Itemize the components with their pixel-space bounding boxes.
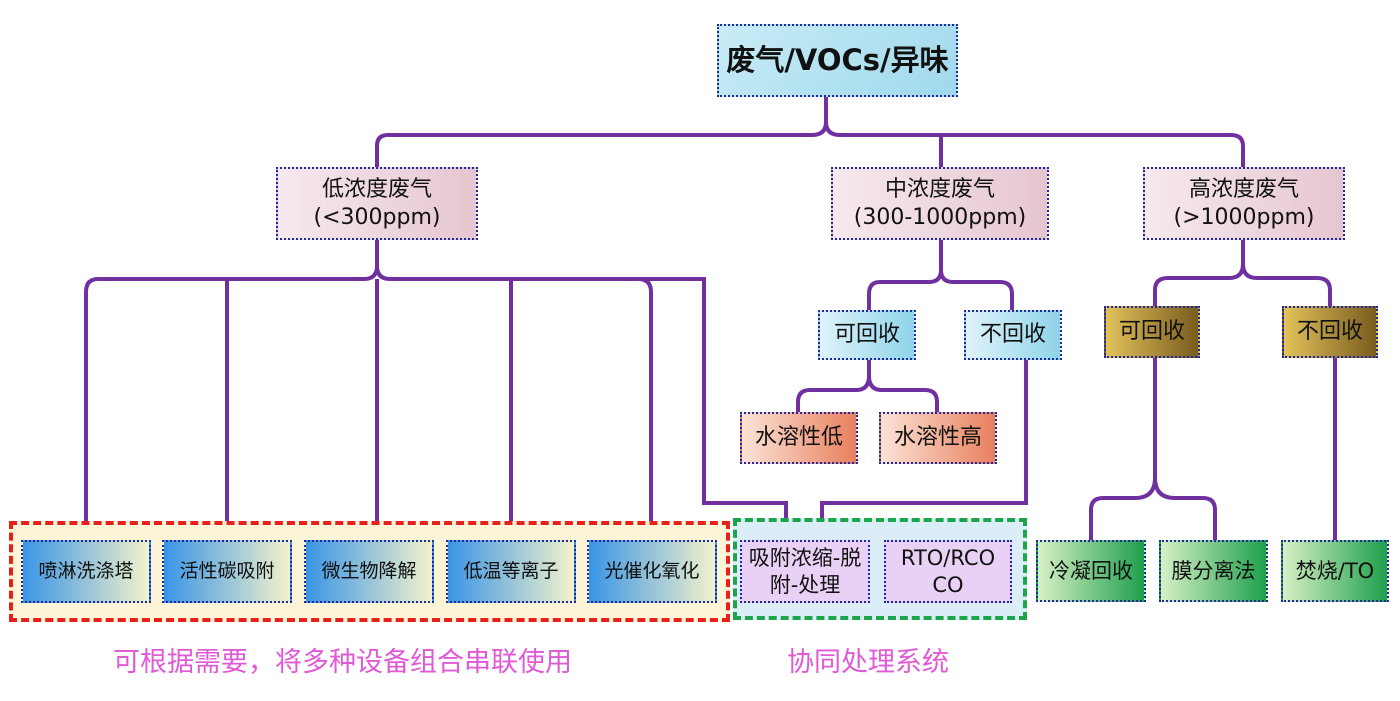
coop-system-note: 协同处理系统 (787, 647, 949, 678)
condensation-recovery-label: 冷凝回收 (1049, 558, 1133, 583)
device-photocatalytic-oxidation-label: 光催化氧化 (604, 559, 700, 582)
adsorption-concentration-line2: 附-处理 (769, 572, 841, 597)
device-photocatalytic-oxidation: 光催化氧化 (587, 540, 717, 603)
rto-rco-line1: RTO/RCO (900, 546, 996, 571)
water-solubility-high-node: 水溶性高 (879, 412, 997, 464)
medium-concentration-node: 中浓度废气 (300-1000ppm) (831, 167, 1049, 240)
device-microbial-degradation-label: 微生物降解 (321, 559, 417, 582)
root-label: 废气/VOCs/异味 (726, 43, 949, 78)
high-recover-node: 可回收 (1104, 306, 1200, 358)
condensation-recovery-node: 冷凝回收 (1036, 540, 1146, 602)
device-low-temp-plasma-label: 低温等离子 (463, 559, 559, 582)
high-concentration-title: 高浓度废气 (1188, 177, 1299, 202)
high-concentration-range: (>1000ppm) (1173, 204, 1315, 230)
medium-no-recover-label: 不回收 (979, 322, 1046, 348)
medium-concentration-title: 中浓度废气 (884, 177, 995, 202)
device-low-temp-plasma: 低温等离子 (446, 540, 576, 603)
high-no-recover-label: 不回收 (1296, 319, 1363, 345)
device-microbial-degradation: 微生物降解 (304, 540, 434, 603)
device-spray-tower: 喷淋洗涤塔 (21, 540, 151, 603)
medium-recover-node: 可回收 (818, 310, 916, 360)
high-no-recover-node: 不回收 (1282, 306, 1378, 358)
medium-concentration-range: (300-1000ppm) (853, 204, 1027, 230)
water-solubility-high-label: 水溶性高 (893, 425, 982, 451)
medium-recover-label: 可回收 (833, 322, 900, 348)
low-concentration-range: (<300ppm) (313, 204, 441, 230)
device-activated-carbon: 活性碳吸附 (162, 540, 292, 603)
water-solubility-low-label: 水溶性低 (754, 425, 843, 451)
membrane-separation-node: 膜分离法 (1159, 540, 1268, 602)
incineration-node: 焚烧/TO (1281, 540, 1389, 602)
water-solubility-low-node: 水溶性低 (740, 412, 858, 464)
device-activated-carbon-label: 活性碳吸附 (179, 559, 275, 582)
low-concentration-node: 低浓度废气 (<300ppm) (276, 167, 478, 240)
root-node: 废气/VOCs/异味 (717, 24, 958, 97)
adsorption-concentration-line1: 吸附浓缩-脱 (748, 546, 862, 571)
device-spray-tower-label: 喷淋洗涤塔 (38, 559, 134, 582)
coop-system-region (733, 518, 1027, 620)
high-concentration-node: 高浓度废气 (>1000ppm) (1143, 167, 1345, 240)
high-recover-label: 可回收 (1118, 319, 1185, 345)
combine-devices-note: 可根据需要，将多种设备组合串联使用 (113, 647, 572, 678)
low-concentration-title: 低浓度废气 (321, 177, 432, 202)
rto-rco-line2: CO (932, 572, 964, 597)
medium-no-recover-node: 不回收 (964, 310, 1062, 360)
rto-rco-node: RTO/RCO CO (884, 540, 1012, 603)
incineration-label: 焚烧/TO (1295, 558, 1375, 583)
membrane-separation-label: 膜分离法 (1171, 558, 1256, 583)
adsorption-concentration-node: 吸附浓缩-脱 附-处理 (740, 540, 870, 603)
